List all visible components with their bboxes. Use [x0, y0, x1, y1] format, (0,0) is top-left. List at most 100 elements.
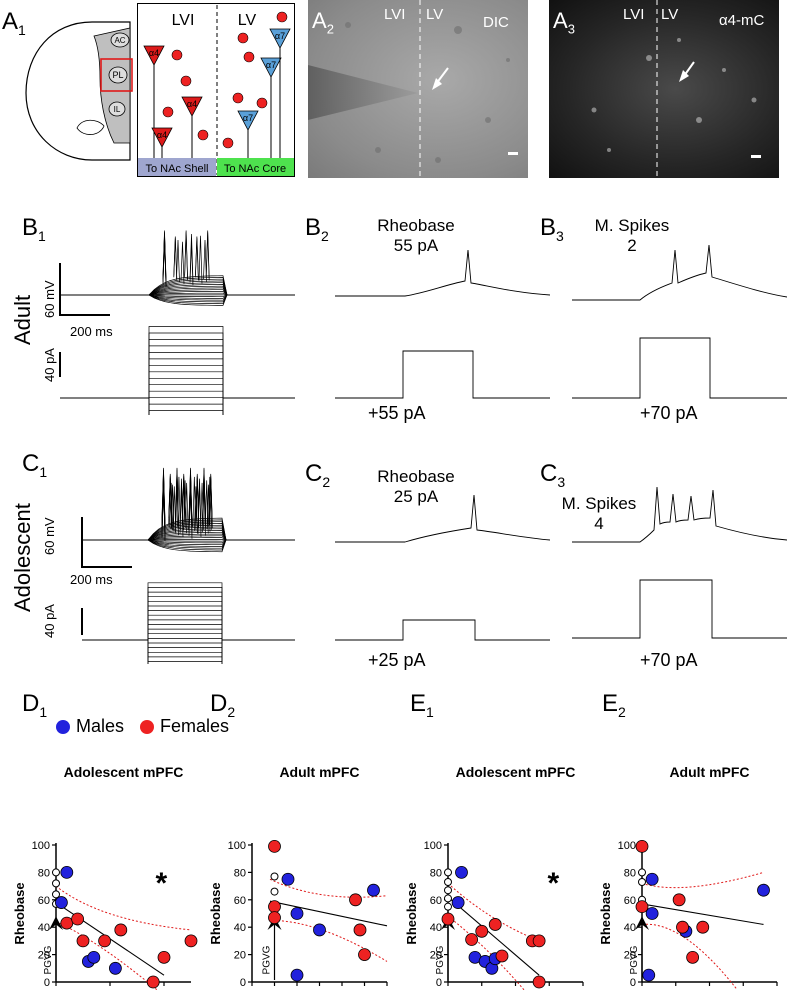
legend-females: Females — [160, 716, 230, 736]
female-point — [635, 839, 649, 853]
trace-b2 — [335, 249, 550, 399]
current-step — [82, 614, 295, 641]
female-point — [268, 839, 281, 853]
group-label-adolescent: Adolescent — [10, 503, 35, 612]
spike — [181, 473, 186, 521]
y-axis-label: Rheobase — [598, 882, 613, 944]
open-point — [638, 877, 646, 886]
voltage-trace — [82, 539, 295, 542]
female-point — [358, 948, 371, 962]
y-tick-label: 60 — [234, 895, 246, 907]
open-point — [52, 879, 60, 888]
male-point — [367, 883, 380, 897]
current-step — [82, 639, 295, 648]
female-point — [76, 934, 90, 948]
ci-upper — [269, 878, 388, 898]
group-label-adult: Adult — [10, 294, 35, 345]
voltage-trace — [82, 531, 295, 541]
voltage-trace — [82, 539, 295, 549]
female-point — [349, 893, 362, 907]
spike — [176, 240, 180, 283]
chart-title: Adult mPFC — [669, 764, 749, 780]
spike — [195, 473, 200, 521]
panel-label-c3: C3 — [540, 460, 566, 490]
y-tick-label: 100 — [618, 840, 636, 852]
male-point — [642, 968, 656, 982]
female-point — [146, 975, 160, 989]
y-tick-label: 40 — [38, 922, 50, 934]
voltage-trace — [82, 533, 295, 541]
svg-text:α7: α7 — [275, 31, 285, 41]
pgvg-label: PGVG — [43, 945, 54, 974]
y-tick-label: 80 — [624, 867, 636, 879]
voltage-trace — [82, 535, 295, 541]
male-point — [645, 872, 659, 886]
male-point — [60, 866, 74, 879]
y-tick-label: 100 — [32, 840, 50, 852]
voltage-trace — [82, 539, 295, 541]
y-tick-label: 20 — [38, 950, 50, 962]
voltage-trace — [60, 285, 295, 296]
voltage-trace — [60, 278, 295, 296]
y-tick-label: 60 — [430, 895, 442, 907]
spikes-value: 2 — [627, 236, 637, 255]
y-tick-label: 40 — [430, 922, 442, 934]
trace-c2 — [335, 494, 550, 641]
y-tick-label: 0 — [630, 977, 636, 989]
open-point — [444, 894, 452, 903]
open-point — [638, 868, 646, 877]
spike — [173, 236, 178, 279]
male-point — [109, 961, 122, 975]
alpha4-label: α4 — [149, 48, 159, 58]
voltage-trace — [60, 284, 295, 296]
y-axis-label: Rheobase — [208, 882, 223, 944]
voltage-trace — [60, 294, 295, 306]
pgvg-label: PGVG — [435, 945, 446, 974]
dic-micrograph: A2 LVI LV DIC — [308, 0, 528, 178]
pgvg-arrowhead — [49, 916, 63, 930]
panel-label-b2: B2 — [305, 214, 329, 244]
voltage-trace — [60, 289, 295, 296]
current-step — [82, 639, 295, 653]
ci-lower — [269, 919, 388, 962]
voltage-trace — [82, 539, 295, 546]
voltage-trace — [82, 539, 295, 547]
voltage-trace — [60, 275, 295, 296]
spike — [194, 486, 198, 534]
target-shell: To NAc Shell — [146, 163, 209, 175]
ci-upper — [447, 882, 540, 942]
voltage-trace — [82, 530, 295, 541]
current-step — [82, 600, 295, 641]
current-step — [60, 397, 295, 415]
open-point — [270, 887, 279, 896]
female-point — [488, 918, 502, 931]
female-point — [676, 920, 689, 934]
voltage-trace — [60, 277, 295, 296]
panel-label-b3: B3 — [540, 214, 564, 244]
female-point — [532, 975, 546, 989]
open-point — [444, 868, 452, 877]
ci-upper — [641, 871, 764, 889]
female-point — [465, 933, 479, 946]
step-c2: +25 pA — [368, 650, 426, 670]
alpha7-label: α7 — [266, 60, 276, 70]
female-point — [268, 900, 281, 914]
current-step — [60, 397, 295, 415]
legend: Males Females — [56, 716, 229, 737]
voltage-trace — [82, 537, 295, 541]
layer-lv: LV — [238, 12, 257, 29]
male-point — [455, 866, 468, 879]
region-il: IL — [114, 105, 121, 114]
panel-label-d1: D1 — [22, 690, 48, 720]
fluorescence-micrograph: A3 LVI LV α4-mC — [549, 0, 779, 178]
spike — [161, 467, 166, 521]
male-point — [757, 883, 770, 897]
spike — [205, 230, 210, 279]
spike — [207, 476, 212, 530]
open-point — [270, 872, 279, 881]
female-point — [184, 934, 198, 948]
significance-star: * — [547, 867, 559, 900]
layer-lvi: LVI — [172, 12, 195, 29]
female-point — [268, 911, 281, 925]
step-b3: +70 pA — [640, 403, 698, 423]
